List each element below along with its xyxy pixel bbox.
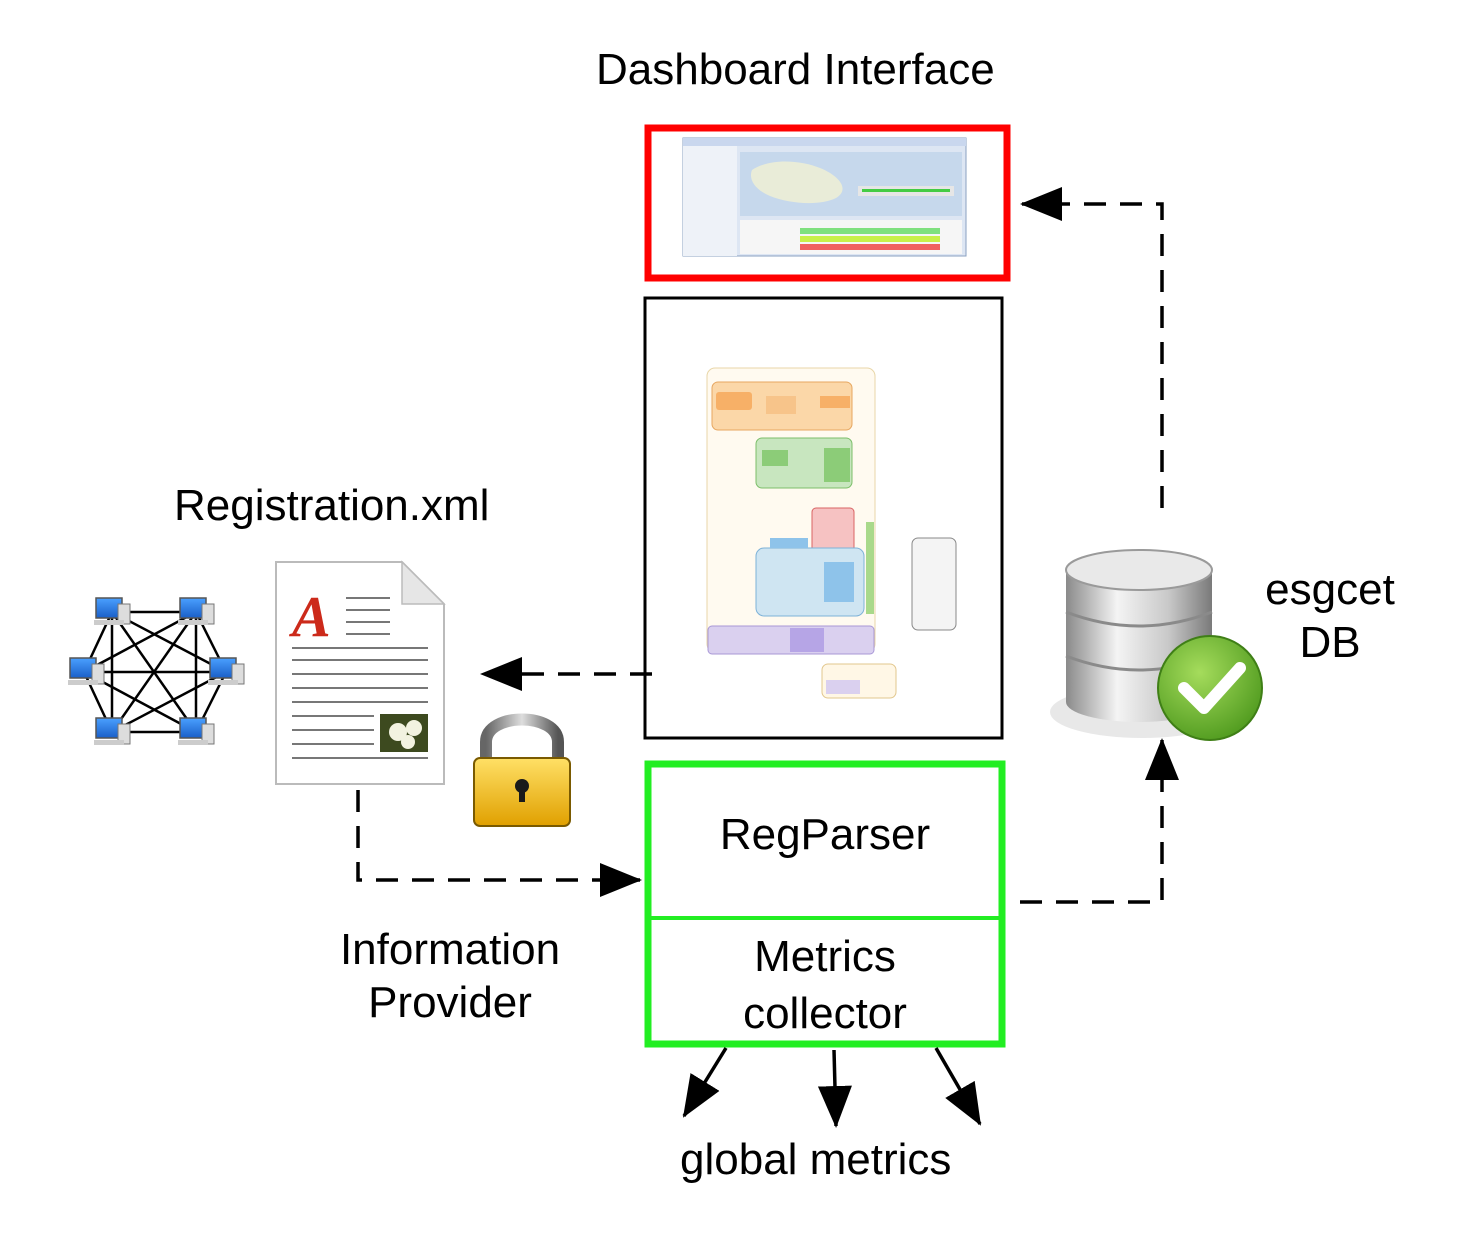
dashboard-title: Dashboard Interface [596, 45, 995, 94]
parser-metrics-box [644, 760, 1006, 1048]
lock-icon [473, 713, 571, 827]
information-provider-label: Information Provider [300, 924, 600, 1030]
architecture-box [643, 296, 1004, 740]
db-label-line2: DB [1299, 617, 1361, 667]
document-icon: A [275, 560, 446, 785]
global-metrics-label: global metrics [680, 1135, 952, 1184]
dashboard-box [644, 124, 1011, 282]
metrics-collector-line2: collector [743, 989, 907, 1039]
arrow-metrics-out-center [817, 1049, 852, 1128]
network-node [178, 717, 215, 745]
registration-label: Registration.xml [174, 481, 490, 530]
network-icon [68, 597, 245, 745]
network-node [208, 657, 245, 685]
regparser-label: RegParser [719, 810, 931, 859]
esgf-node-thumbnail [706, 367, 957, 699]
arrow-metrics-out-right [934, 1047, 982, 1126]
dashboard-screenshot [682, 137, 967, 257]
svg-text:A: A [289, 584, 331, 649]
information-provider-line1: Information [339, 925, 561, 974]
metrics-collector-label: Metrics collector [652, 928, 998, 1042]
arrow-db-to-dashboard [1020, 187, 1164, 508]
information-provider-line2: Provider [368, 977, 532, 1027]
metrics-collector-line1: Metrics [754, 932, 896, 981]
db-label-line1: esgcet [1265, 565, 1395, 614]
checkmark-icon [1157, 635, 1263, 741]
network-node [94, 597, 131, 625]
network-node [178, 597, 215, 625]
db-label: esgcet DB [1240, 564, 1420, 670]
network-node [94, 717, 131, 745]
arrow-registration-to-regparser [356, 790, 642, 897]
arrow-regparser-to-db [1020, 738, 1179, 904]
network-node [68, 657, 105, 685]
arrow-metrics-out-left [682, 1047, 728, 1118]
